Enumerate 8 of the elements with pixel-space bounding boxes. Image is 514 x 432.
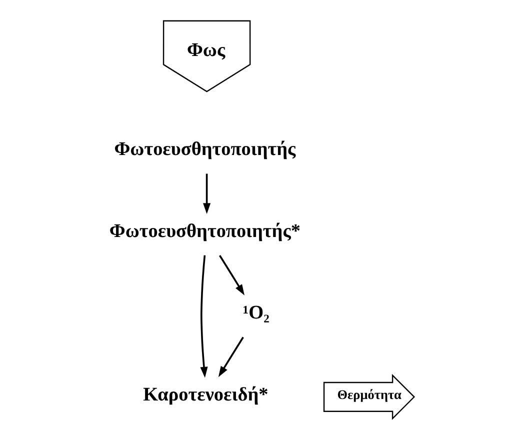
node-text: ¹O₂ [242,302,270,324]
arrow [218,336,244,378]
arrow [203,174,211,214]
node-text: Φωτοευσθητοποιητής* [109,220,300,242]
arrow [218,255,244,296]
node-text: Καροτενοειδή* [143,384,268,406]
arrow [200,255,208,378]
node-text: Φωτοευσθητοποιητής [114,139,296,160]
